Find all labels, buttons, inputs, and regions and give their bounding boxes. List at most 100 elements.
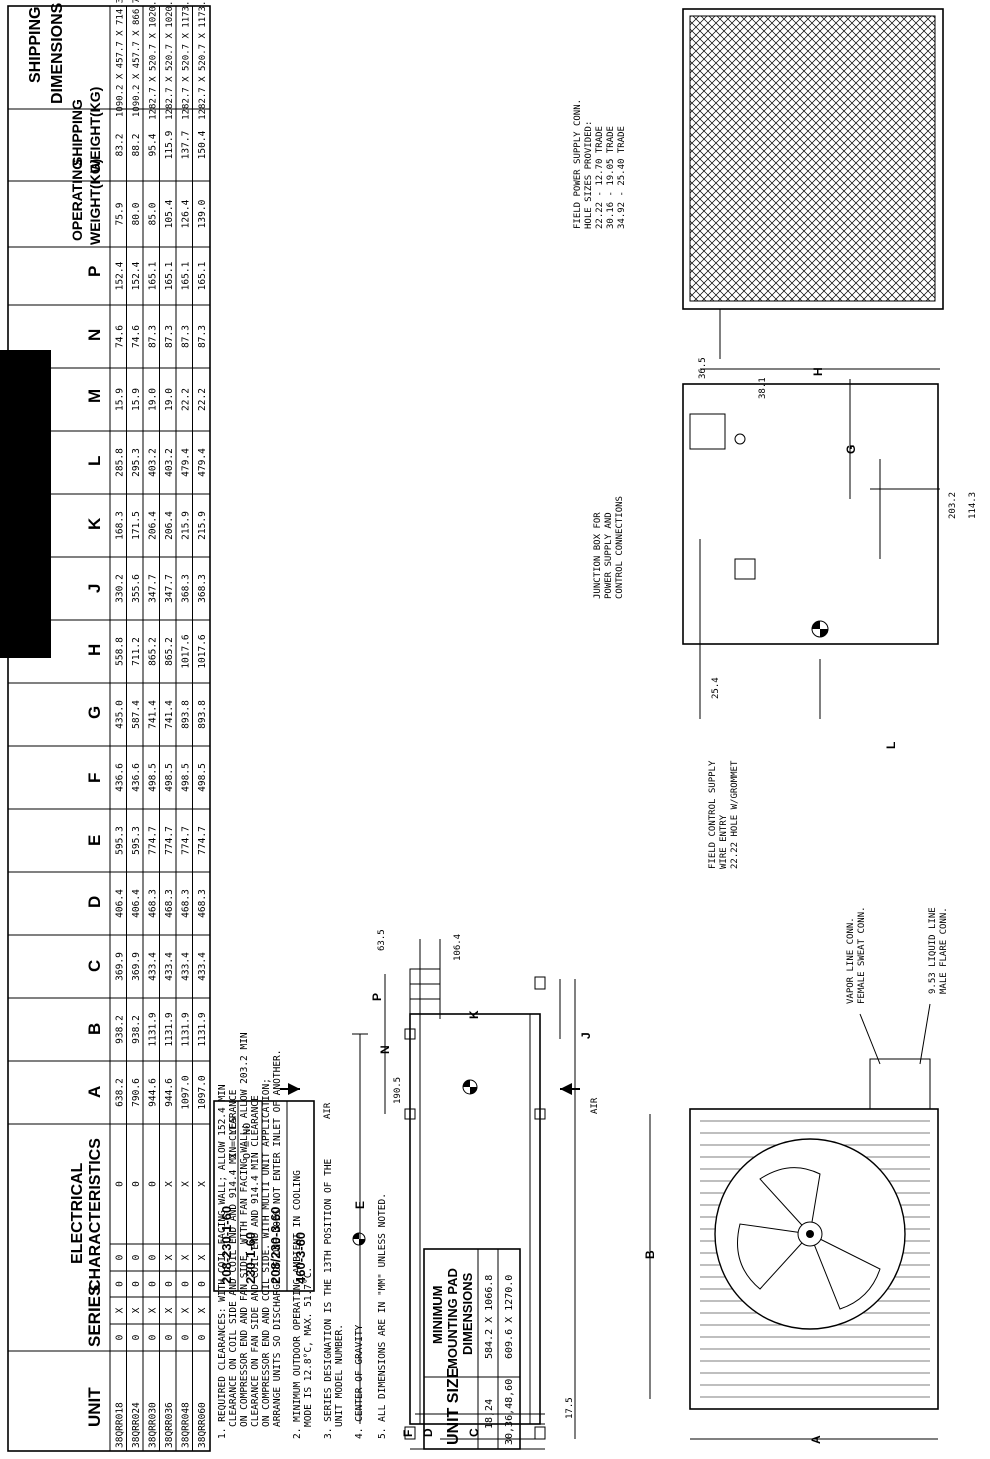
table-cell: 944.6 bbox=[148, 1078, 159, 1107]
front-view: A B VAPOR LINE CONN. FEMALE SWEAT CONN. … bbox=[643, 906, 949, 1444]
table-cell: 893.8 bbox=[181, 700, 192, 729]
table-cell: 468.3 bbox=[148, 889, 159, 918]
pad-hdr-unit: UNIT SIZE bbox=[445, 1367, 462, 1445]
table-cell: 87.3 bbox=[148, 325, 159, 348]
rear-view: 36.5 H FIELD POWER SUPPLY CONN. HOLE SIZ… bbox=[573, 8, 944, 379]
table-cell: 368.3 bbox=[197, 574, 208, 603]
table-cell: X bbox=[197, 1307, 208, 1313]
table-cell: 0 bbox=[197, 1334, 208, 1340]
front-view-valves bbox=[869, 1058, 931, 1110]
hdr-l: L bbox=[85, 456, 104, 466]
table-cell: 152.4 bbox=[131, 261, 142, 290]
dim-p: P bbox=[370, 993, 384, 1001]
fp-label-5: 34.92 - 25.40 TRADE bbox=[617, 126, 627, 229]
table-cell: 1282.7 X 520.7 X 1173.1 bbox=[182, 0, 192, 120]
table-cell: 0 bbox=[148, 1181, 159, 1187]
table-cell: 638.2 bbox=[115, 1078, 126, 1107]
note-1f: ARRANGE UNITS SO DISCHARGE OF ONE DOES N… bbox=[272, 1050, 283, 1428]
table-cell: 774.7 bbox=[164, 826, 175, 855]
table-cell: 1282.7 X 520.7 X 1020.7 bbox=[165, 0, 175, 120]
table-cell: 165.1 bbox=[164, 261, 175, 290]
table-cell: 1131.9 bbox=[148, 1012, 159, 1047]
dim-l: L bbox=[884, 742, 898, 749]
table-cell: 165.1 bbox=[197, 261, 208, 290]
table-cell: 587.4 bbox=[131, 700, 142, 729]
pad-hdr-mount: MOUNTING PAD bbox=[445, 1268, 460, 1369]
table-cell: 0 bbox=[131, 1281, 142, 1287]
jb-label-2: POWER SUPPLY AND bbox=[604, 512, 614, 599]
table-cell: 347.7 bbox=[148, 574, 159, 603]
table-cell: 1017.6 bbox=[181, 634, 192, 669]
table-cell: 0 bbox=[164, 1334, 175, 1340]
table-cell: 369.9 bbox=[115, 952, 126, 981]
note-1a: 1. REQUIRED CLEARANCES: WITH COIL FACING… bbox=[217, 1084, 228, 1439]
table-cell: 1017.6 bbox=[197, 634, 208, 669]
hdr-op-weight: WEIGHT(KG) bbox=[87, 159, 103, 245]
pad-r2-dims: 609.6 X 1270.0 bbox=[504, 1275, 515, 1359]
elec-label-2: 230-1-60 bbox=[243, 1232, 258, 1284]
front-view-outline bbox=[689, 1108, 939, 1410]
table-cell: 595.3 bbox=[115, 826, 126, 855]
table-cell: 433.4 bbox=[164, 952, 175, 981]
table-cell: 944.6 bbox=[164, 1078, 175, 1107]
hdr-unit: UNIT bbox=[85, 1387, 104, 1427]
note-1c: ON COMPRESSOR END AND FAN SIDE. WITH FAN… bbox=[239, 1032, 250, 1427]
table-cell: 0 bbox=[148, 1254, 159, 1260]
top-view: AIR AIR E N P 190.5 63.5 106.4 J K 17.5 … bbox=[280, 929, 600, 1450]
table-cell: 0 bbox=[115, 1281, 126, 1287]
table-cell: 22.2 bbox=[181, 388, 192, 411]
table-cell: 150.4 bbox=[197, 130, 208, 159]
note-1b: CLEARANCE ON COIL SIDE AND COIL END AND … bbox=[228, 1089, 239, 1427]
dim-c: C bbox=[467, 1428, 481, 1437]
table-cell: 87.3 bbox=[181, 325, 192, 348]
table-cell: X bbox=[115, 1307, 126, 1313]
table-cell: 1131.9 bbox=[164, 1012, 175, 1047]
table-cell: 38QRR036 bbox=[164, 1402, 175, 1448]
table-cell: 774.7 bbox=[197, 826, 208, 855]
side-view-outline bbox=[682, 383, 939, 645]
note-3b: UNIT MODEL NUMBER. bbox=[334, 1324, 345, 1427]
table-cell: 95.4 bbox=[148, 133, 159, 156]
dim-d: D bbox=[421, 1428, 435, 1437]
table-cell: 433.4 bbox=[197, 952, 208, 981]
table-cell: 355.6 bbox=[131, 574, 142, 603]
hdr-c: C bbox=[85, 960, 104, 972]
table-frame bbox=[7, 5, 211, 1452]
table-cell: 774.7 bbox=[181, 826, 192, 855]
table-cell: 498.5 bbox=[164, 763, 175, 792]
table-cell: 468.3 bbox=[181, 889, 192, 918]
table-cell: X bbox=[181, 1181, 192, 1187]
dim-17: 17.5 bbox=[565, 1397, 575, 1419]
side-view-grommet bbox=[734, 433, 746, 445]
table-cell: 433.4 bbox=[181, 952, 192, 981]
table-cell: 0 bbox=[164, 1281, 175, 1287]
dim-e: E bbox=[353, 1201, 367, 1209]
table-cell: 165.1 bbox=[148, 261, 159, 290]
hdr-n: N bbox=[85, 329, 104, 341]
table-cell: 330.2 bbox=[115, 574, 126, 603]
dim-k: K bbox=[467, 1010, 481, 1019]
table-cell: 0 bbox=[115, 1181, 126, 1187]
table-cell: 1282.7 X 520.7 X 1173.1 bbox=[198, 0, 208, 120]
hdr-m: M bbox=[85, 389, 104, 403]
table-cell: 741.4 bbox=[148, 700, 159, 729]
table-cell: 139.0 bbox=[197, 199, 208, 228]
hdr-k: K bbox=[85, 517, 104, 530]
table-cell: X bbox=[181, 1307, 192, 1313]
table-cell: 436.6 bbox=[131, 763, 142, 792]
hdr-j: J bbox=[85, 584, 104, 593]
table-cell: 38QRR030 bbox=[148, 1402, 159, 1448]
table-cell: 22.2 bbox=[197, 388, 208, 411]
table-cell: 126.4 bbox=[181, 199, 192, 228]
hdr-f: F bbox=[85, 773, 104, 783]
pad-hdr-dims: DIMENSIONS bbox=[460, 1272, 475, 1355]
table-cell: 347.7 bbox=[164, 574, 175, 603]
dim-114: 114.3 bbox=[968, 492, 978, 519]
table-cell: 74.6 bbox=[115, 325, 126, 348]
table-cell: 0 bbox=[115, 1254, 126, 1260]
table-cell: 87.3 bbox=[164, 325, 175, 348]
table-cell: X bbox=[197, 1181, 208, 1187]
table-cell: 87.3 bbox=[197, 325, 208, 348]
table-cell: 1097.0 bbox=[181, 1075, 192, 1110]
